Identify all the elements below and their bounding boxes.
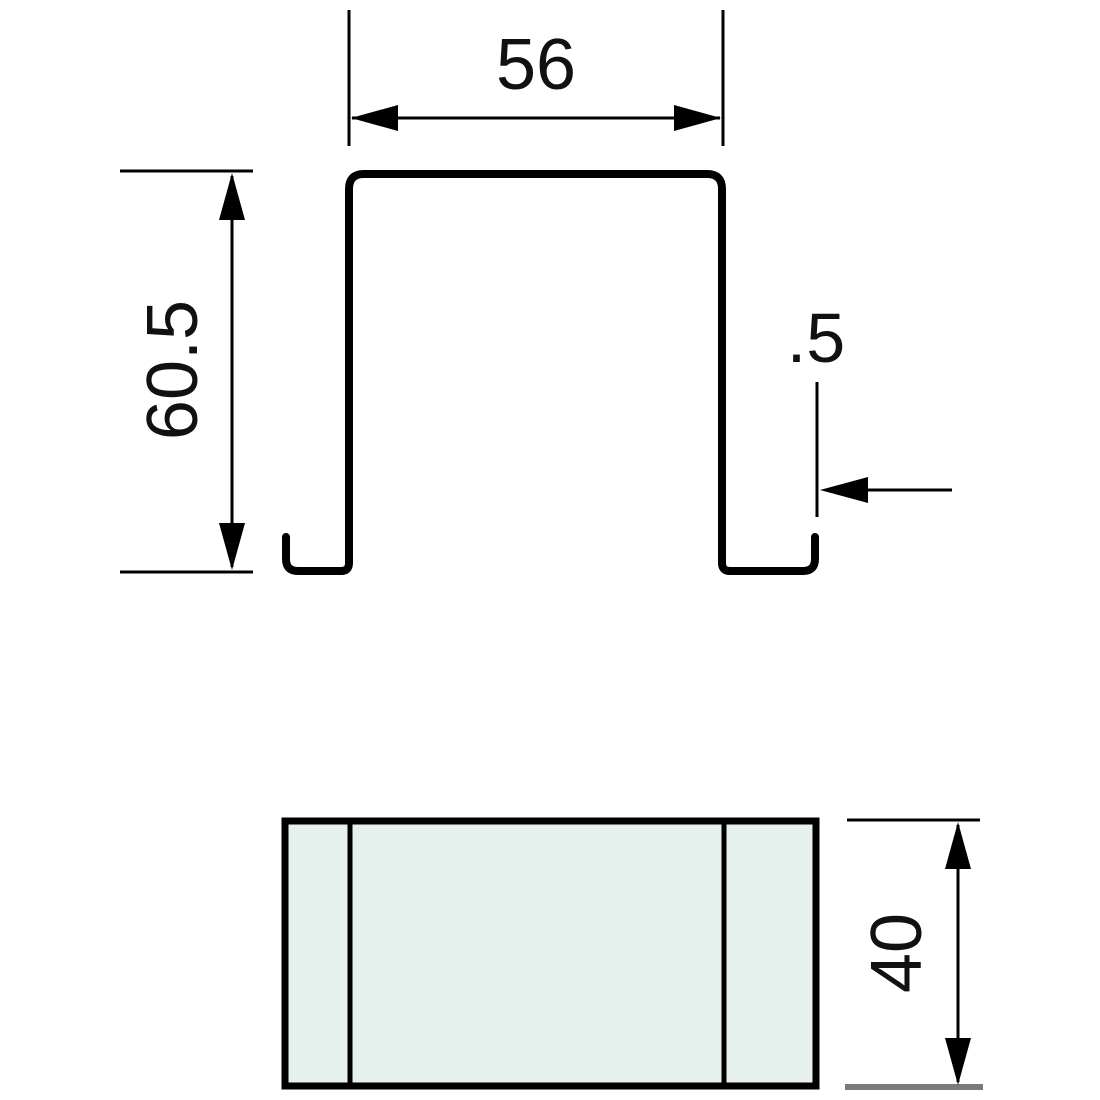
- dimension-width: 56: [347, 10, 725, 146]
- dimension-thickness: .5: [787, 299, 952, 517]
- arrowhead-left-icon: [351, 105, 398, 131]
- dimension-height-label: 60.5: [133, 300, 213, 440]
- channel-plan-view: [281, 817, 820, 1090]
- arrowhead-left-icon: [820, 477, 868, 503]
- dimension-width-label: 56: [496, 25, 576, 105]
- arrowhead-right-icon: [674, 105, 721, 131]
- dimension-depth: 40: [845, 818, 983, 1090]
- arrowhead-down-icon: [945, 1038, 971, 1085]
- channel-cross-section-view: [282, 170, 819, 575]
- arrowhead-up-icon: [219, 173, 245, 220]
- dimension-thickness-label: .5: [787, 299, 845, 377]
- dimension-height: 60.5: [120, 169, 253, 574]
- plan-outline: [281, 817, 820, 1090]
- arrowhead-down-icon: [219, 523, 245, 570]
- dimension-depth-label: 40: [857, 913, 937, 993]
- channel-profile-path: [282, 170, 819, 575]
- arrowhead-up-icon: [945, 822, 971, 869]
